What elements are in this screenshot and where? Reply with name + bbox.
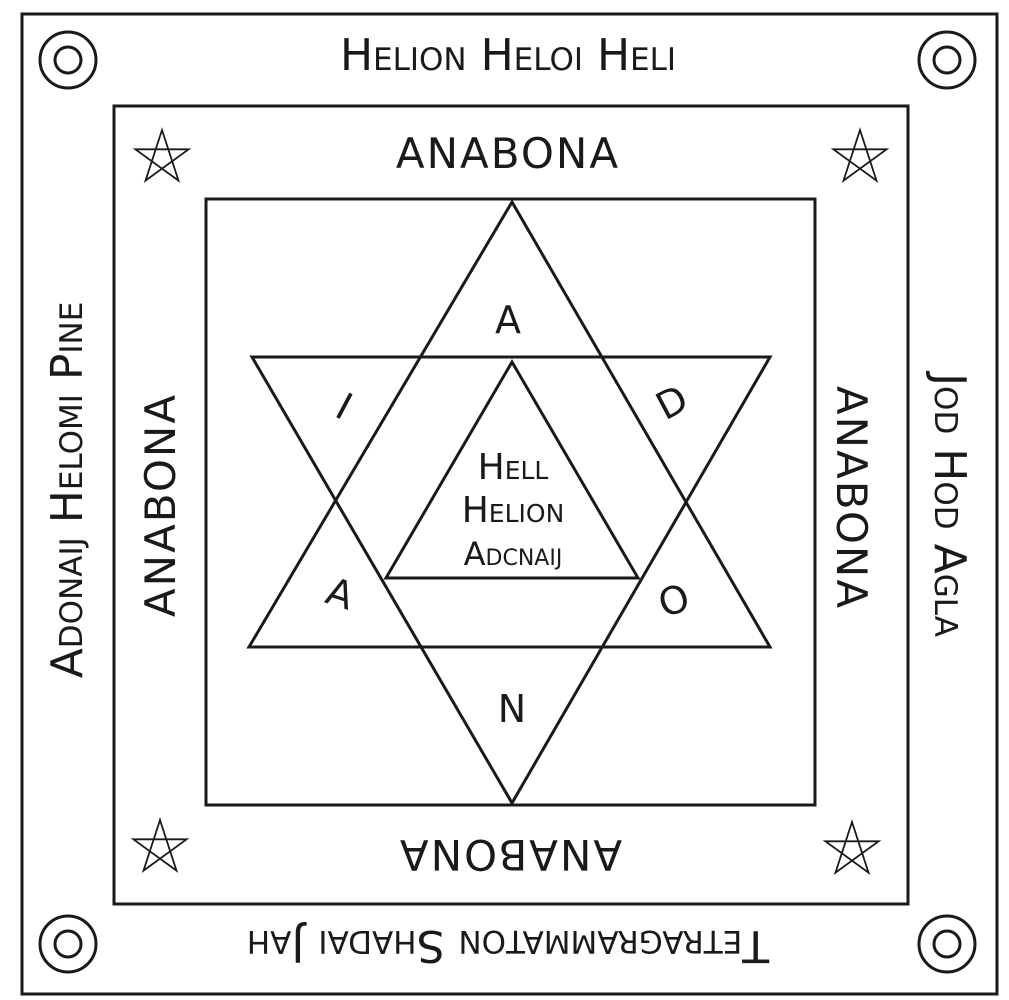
- hexagram-down-triangle: [249, 355, 773, 806]
- pentagram-icon: [830, 127, 890, 183]
- inner-ring-bottom: ANABONA: [398, 830, 622, 879]
- double-circle-icon: [917, 30, 977, 90]
- center-triangle: [383, 359, 641, 580]
- letter-top: A: [495, 298, 521, 342]
- letter-lower-left: A: [321, 569, 359, 619]
- center-line-1: Hell: [478, 447, 549, 488]
- double-circle-icon: [38, 914, 98, 974]
- pentagram-icon: [132, 127, 192, 183]
- outer-ring-right: Jod Hod Agla: [924, 370, 975, 637]
- letter-lower-right: O: [653, 575, 695, 626]
- middle-frame: [112, 104, 910, 906]
- double-circle-icon: [917, 914, 977, 974]
- outer-ring-top: Helion Heloi Heli: [340, 30, 676, 81]
- inner-frame: [204, 197, 817, 807]
- double-circle-icon: [38, 30, 98, 90]
- inner-ring-left: ANABONA: [136, 393, 185, 617]
- hexagram-up-triangle: [246, 199, 773, 649]
- inner-ring-top: ANABONA: [396, 129, 620, 178]
- pentagram-icon: [130, 817, 190, 873]
- outer-ring-left: Adonaij Helomi Pine: [42, 302, 93, 679]
- letter-upper-left: I: [329, 384, 360, 428]
- center-line-3: Adcnaij: [464, 535, 563, 573]
- inner-ring-right: ANABONA: [827, 386, 876, 610]
- letter-upper-right: D: [649, 376, 695, 429]
- outer-frame: [20, 12, 999, 996]
- letter-bottom: N: [498, 687, 526, 731]
- outer-ring-bottom: Tetragrammaton Shadai Jah: [247, 920, 770, 971]
- pentagram-icon: [822, 819, 882, 875]
- center-line-2: Helion: [462, 490, 565, 531]
